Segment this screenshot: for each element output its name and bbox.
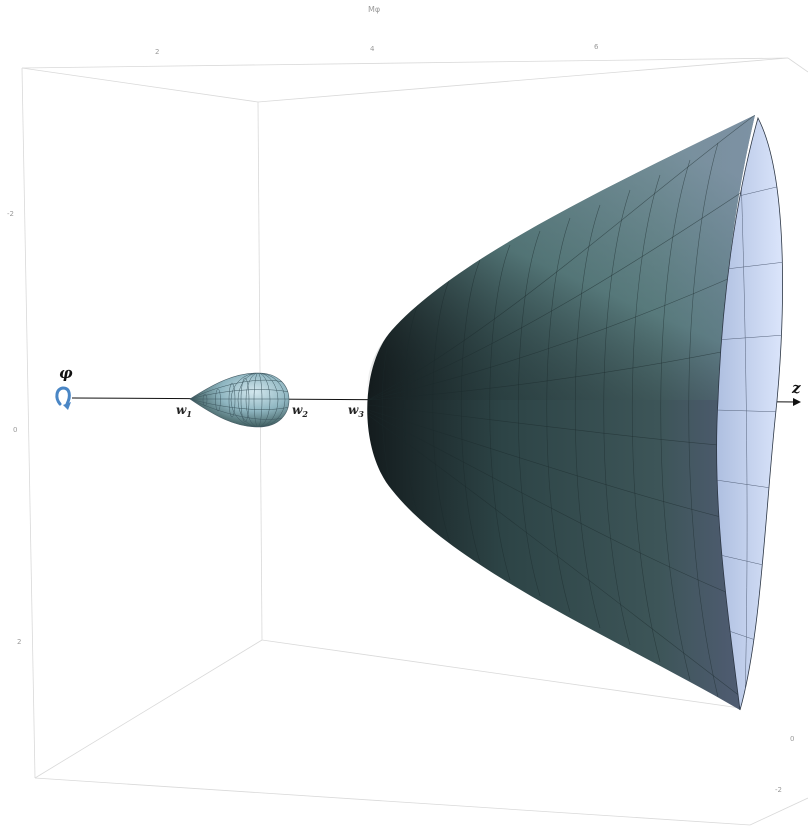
paraboloid-interior (716, 116, 783, 711)
bounding-box (21, 57, 808, 826)
rotation-arrow-icon (55, 386, 71, 410)
box-edge (21, 67, 36, 779)
top-tick: 2 (155, 48, 159, 56)
box-edge (787, 57, 808, 73)
box-edge (261, 639, 741, 709)
label-phi: φ (59, 364, 73, 382)
left-tick: -2 (7, 210, 14, 218)
left-tick: 0 (13, 426, 17, 434)
box-edge (34, 639, 263, 779)
top-tick: 4 (370, 45, 375, 53)
label-w3: w3 (348, 403, 364, 419)
top-tick: 6 (594, 43, 599, 51)
box-edge (257, 57, 789, 103)
left-tick: 2 (17, 638, 21, 646)
label-w1: w1 (176, 403, 192, 419)
paraboloid-highlight (367, 115, 755, 400)
axis-ticks: Mφ 2 4 6 -2 0 2 0 -2 (7, 5, 794, 794)
box-edge (257, 101, 263, 641)
right-tick: 0 (790, 735, 794, 743)
label-z: z (791, 379, 801, 397)
right-tick: -2 (775, 786, 782, 794)
paraboloid-surface (367, 115, 783, 711)
box-edge (34, 777, 751, 826)
top-axis-title: Mφ (368, 5, 380, 14)
labels: w1 w2 w3 z φ (59, 364, 801, 419)
teardrop-body (189, 372, 290, 428)
teardrop-surface (189, 372, 290, 428)
box-edge (749, 797, 808, 826)
label-w2: w2 (292, 403, 308, 419)
box-edge (21, 67, 259, 103)
box-edge (21, 57, 789, 69)
paraboloid-mesh (367, 115, 755, 701)
